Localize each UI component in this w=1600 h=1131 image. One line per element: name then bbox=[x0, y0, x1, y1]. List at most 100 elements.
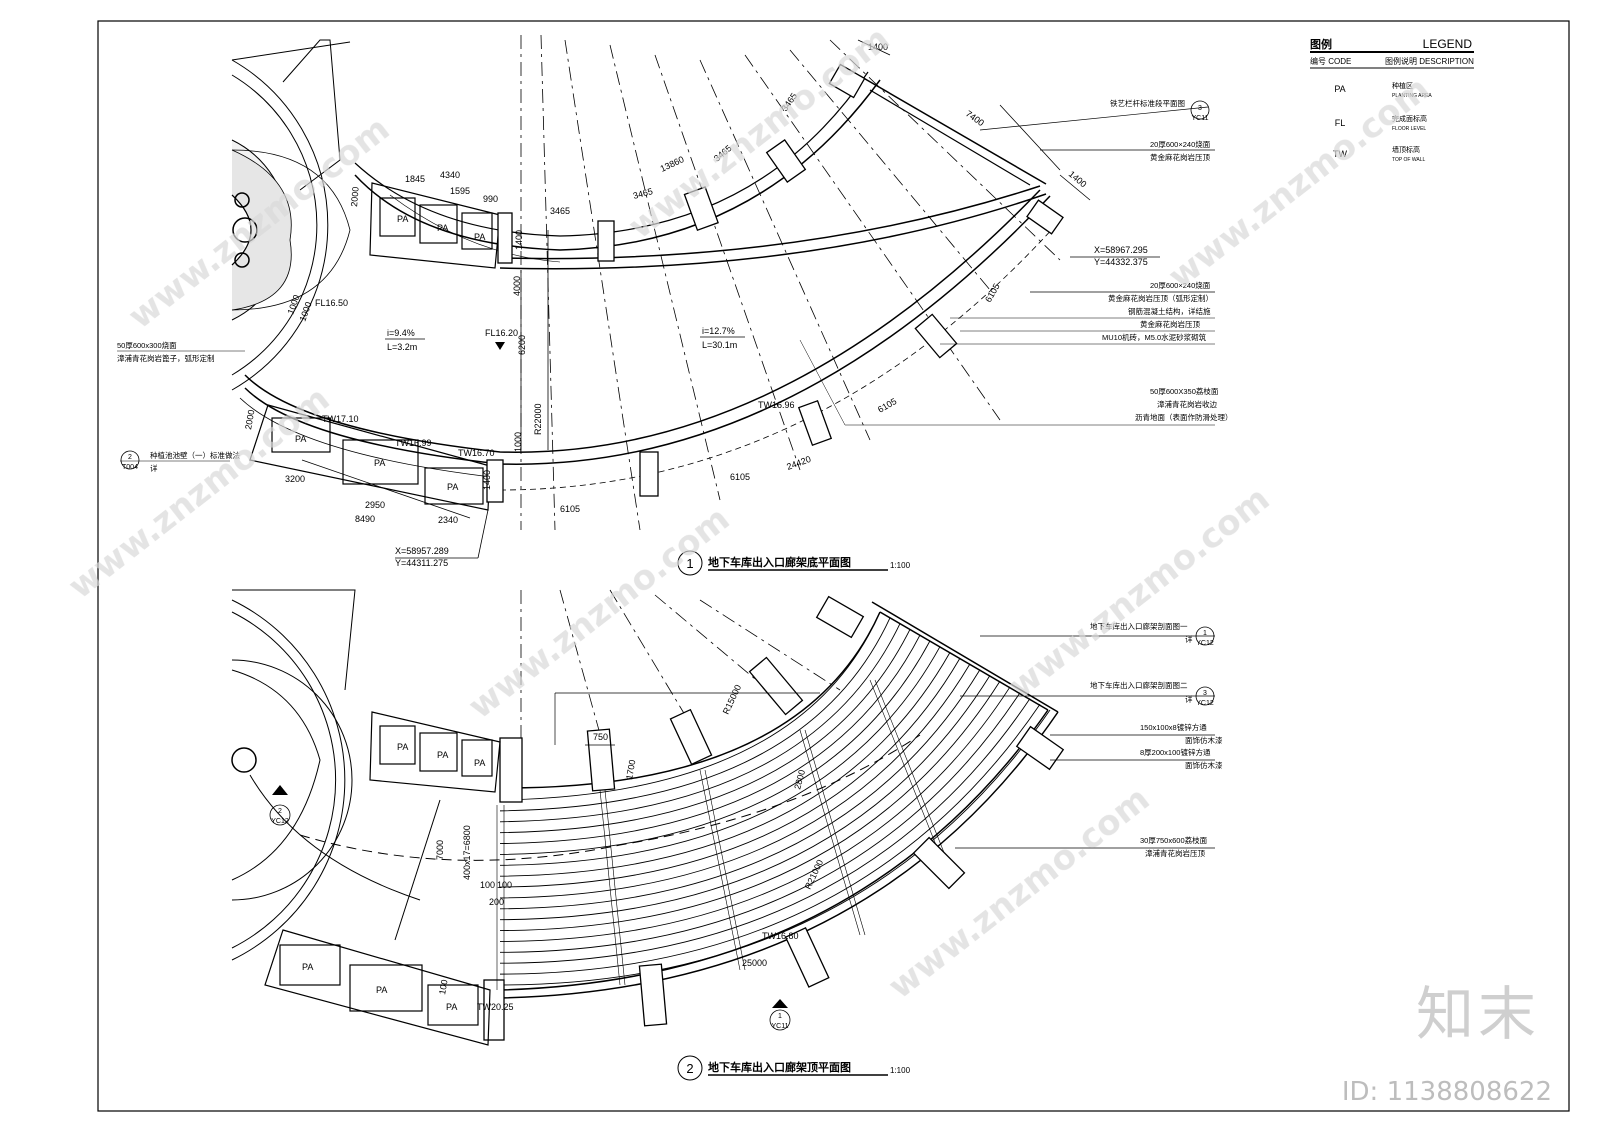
pergola-beam-line bbox=[704, 769, 746, 971]
pergola-beam-line bbox=[604, 789, 626, 986]
pa-label: PA bbox=[437, 750, 448, 760]
note-line: 漳浦青花岗岩收边 bbox=[1157, 399, 1217, 409]
note-line: 30厚750x600荔枝面 bbox=[1140, 835, 1208, 845]
pergola-beam-line bbox=[699, 769, 741, 971]
pa-label: PA bbox=[447, 482, 458, 492]
pergola-slat bbox=[499, 692, 1021, 953]
note-line: 面饰仿木漆 bbox=[1185, 760, 1223, 770]
pergola-frame bbox=[499, 601, 1059, 999]
level-label: FL16.20 bbox=[485, 328, 518, 338]
note-line: 黄金麻花岗岩压顶（弧形定制） bbox=[1108, 293, 1213, 303]
pergola-slats bbox=[499, 611, 1051, 986]
dim-label: 6105 bbox=[876, 396, 898, 415]
dim-label: 1700 bbox=[624, 759, 637, 780]
dim-label: 100 bbox=[437, 979, 449, 996]
pergola-beam-line bbox=[599, 789, 621, 986]
plan-scale: 1:100 bbox=[890, 561, 911, 570]
ref-top: 1 bbox=[1203, 630, 1207, 637]
watermark-text: www.znzmo.com bbox=[1161, 69, 1437, 297]
note-line: 详 bbox=[1185, 694, 1193, 704]
plan-number: 2 bbox=[686, 1061, 693, 1076]
legend-row: FL 完成面标高 FLOOR LEVEL bbox=[1335, 114, 1427, 132]
notes-plan1: 铁艺栏杆标准段平面图 3 YC11 20厚600×240烧面 黄金麻花岗岩压顶 … bbox=[117, 98, 1233, 473]
ref-bot: T004 bbox=[122, 464, 138, 471]
brand-logo-text: 知末 bbox=[1415, 980, 1540, 1048]
plan-title: 地下车库出入口廊架顶平面图 bbox=[708, 1060, 851, 1074]
pergola-slat bbox=[499, 669, 981, 910]
dim-label: R22000 bbox=[533, 403, 543, 435]
pa-label: PA bbox=[376, 985, 387, 995]
dim-label: 100 bbox=[480, 880, 495, 890]
pa-label: PA bbox=[397, 214, 408, 224]
dim-label: 4000 bbox=[512, 276, 522, 296]
lower-wall bbox=[239, 189, 1065, 491]
roof-beams bbox=[483, 595, 1065, 1041]
plan-scale: 1:100 bbox=[890, 1066, 911, 1075]
pergola-slat bbox=[499, 652, 951, 877]
pergola-beam-line bbox=[799, 729, 861, 936]
pergola-beam-line bbox=[804, 729, 866, 936]
legend-col-desc: 图例说明 DESCRIPTION bbox=[1385, 56, 1474, 66]
plan-1: PA PA PA PA PA PA bbox=[117, 34, 1233, 576]
dim-label: 200 bbox=[489, 897, 504, 907]
pergola-slat bbox=[499, 634, 921, 844]
ref-top: 2 bbox=[128, 454, 132, 461]
note-line: 地下车库出入口廊架剖面图一 bbox=[1090, 621, 1188, 631]
slope-length: L=30.1m bbox=[702, 340, 737, 350]
planters-plan2 bbox=[264, 711, 501, 1046]
plan-2: PA PA PA PA PA PA 750 1700 R15000 7000 4… bbox=[231, 589, 1223, 1081]
dim-label: 2340 bbox=[438, 515, 458, 525]
pergola-slat bbox=[499, 623, 901, 823]
watermarks: www.znzmo.com www.znzmo.com www.znzmo.co… bbox=[61, 19, 1437, 1007]
ref-bot: YC11 bbox=[1192, 115, 1209, 122]
dim-label: 990 bbox=[483, 194, 498, 204]
legend: 图例 LEGEND 编号 CODE 图例说明 DESCRIPTION PA 种植… bbox=[1310, 37, 1474, 163]
level-label: TW16.96 bbox=[758, 400, 795, 410]
dim-label: 1595 bbox=[450, 186, 470, 196]
pa-label: PA bbox=[446, 1002, 457, 1012]
dim-label: 1400 bbox=[868, 42, 888, 52]
note-line: 20厚600×240烧面 bbox=[1150, 280, 1211, 290]
level-label: TW16.70 bbox=[458, 448, 495, 458]
dim-label: 25000 bbox=[742, 958, 767, 968]
coordinates-plan1: X=58967.295 Y=44332.375 X=58957.289 Y=44… bbox=[395, 245, 1160, 568]
dim-label: 7400 bbox=[964, 108, 986, 128]
dim-label: 2000 bbox=[243, 409, 256, 430]
dim-label: 1845 bbox=[405, 174, 425, 184]
dim-label: 6105 bbox=[730, 472, 750, 482]
dim-label: 8490 bbox=[355, 514, 375, 524]
note-left: 漳浦青花岗岩篦子，弧形定制 bbox=[117, 353, 215, 363]
note-left: 50厚600x300烧面 bbox=[117, 340, 177, 350]
driveway bbox=[249, 734, 921, 990]
dim-label: 1000 bbox=[297, 300, 313, 322]
legend-code-pa: PA bbox=[1334, 84, 1345, 94]
note-line: 漳浦青花岗岩压顶 bbox=[1145, 848, 1205, 858]
level-label: TW20.25 bbox=[477, 1002, 514, 1012]
note-line: 面饰仿木漆 bbox=[1185, 735, 1223, 745]
notes-plan2: 地下车库出入口廊架剖面图一 详 1 YC12 地下车库出入口廊架剖面图二 详 3… bbox=[269, 621, 1223, 1031]
note-line: MU10机砖，M5.0水泥砂浆砌筑 bbox=[1102, 332, 1207, 342]
pa-label: PA bbox=[474, 232, 485, 242]
ref-text: 详 bbox=[150, 463, 158, 473]
slope-label: i=12.7% bbox=[702, 326, 735, 336]
note-line: 钢筋混凝土结构，详结施 bbox=[1128, 306, 1211, 316]
ref-top: 3 bbox=[1203, 690, 1207, 697]
note-line: 8厚200x100镀锌方通 bbox=[1140, 747, 1211, 757]
dim-label: 400x17=6800 bbox=[462, 825, 472, 880]
pergola-slat bbox=[499, 703, 1041, 975]
dim-label: 1400 bbox=[1067, 169, 1089, 190]
dim-label: 6105 bbox=[560, 504, 580, 514]
central-fountain-2 bbox=[231, 589, 356, 961]
dim-label: 3465 bbox=[550, 206, 570, 216]
coord-x: X=58967.295 bbox=[1094, 245, 1148, 255]
legend-cn-tw: 墙顶标高 bbox=[1392, 145, 1420, 154]
level-label: TW16.80 bbox=[762, 931, 799, 941]
pa-label: PA bbox=[295, 434, 306, 444]
slope-label: i=9.4% bbox=[387, 328, 415, 338]
legend-col-code: 编号 CODE bbox=[1310, 56, 1351, 66]
pergola-slat bbox=[499, 663, 971, 899]
dim-label: 1400 bbox=[514, 230, 524, 250]
pergola-slat bbox=[499, 640, 931, 855]
note-line: 铁艺栏杆标准段平面图 bbox=[1110, 98, 1185, 108]
levels-plan2: TW16.80 TW20.25 bbox=[477, 931, 799, 1012]
